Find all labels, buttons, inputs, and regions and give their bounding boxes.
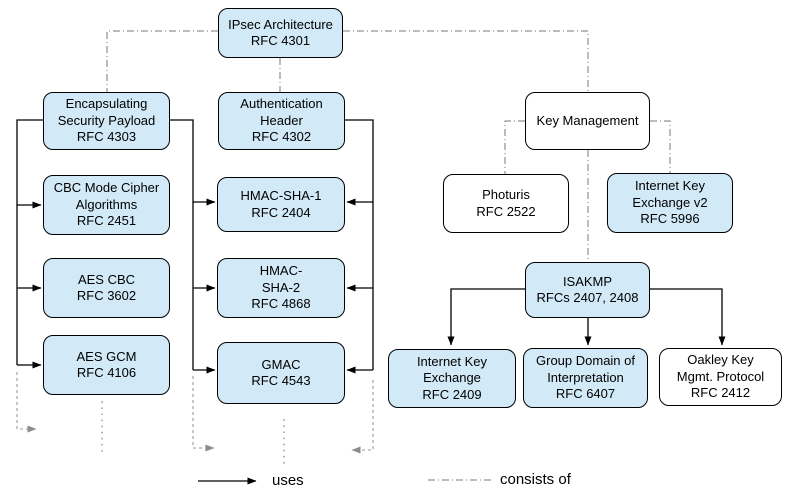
node-gdoi: Group Domain of Interpretation RFC 6407 <box>523 348 648 408</box>
node-esp: Encapsulating Security Payload RFC 4303 <box>43 92 170 150</box>
node-cbc-mode-cipher: CBC Mode Cipher Algorithms RFC 2451 <box>43 175 170 235</box>
node-oakley: Oakley Key Mgmt. Protocol RFC 2412 <box>659 348 782 406</box>
node-aes-gcm: AES GCM RFC 4106 <box>43 335 170 395</box>
node-internet-key-exchange: Internet Key Exchange RFC 2409 <box>388 349 516 408</box>
node-aes-cbc: AES CBC RFC 3602 <box>43 258 170 318</box>
node-isakmp: ISAKMP RFCs 2407, 2408 <box>525 262 650 318</box>
node-photuris: Photuris RFC 2522 <box>443 174 569 233</box>
legend-consists-of-label: consists of <box>500 471 571 488</box>
continuation-arrow-middle <box>192 376 215 452</box>
node-key-management: Key Management <box>525 92 650 150</box>
connector-keymgmt-photuris-consists <box>504 120 525 174</box>
trunk-esp-left <box>16 119 43 365</box>
connector-ipsec-esp-consists <box>106 30 218 92</box>
node-ikev2: Internet Key Exchange v2 RFC 5996 <box>607 173 733 233</box>
node-hmac-sha1: HMAC-SHA-1 RFC 2404 <box>217 177 345 232</box>
continuation-arrow-right <box>351 380 374 454</box>
legend-uses-label: uses <box>272 472 304 489</box>
connector-ipsec-keymgmt-consists <box>343 30 589 92</box>
node-hmac-sha2: HMAC- SHA-2 RFC 4868 <box>217 258 345 318</box>
trunk-esp-right <box>170 119 194 370</box>
node-ipsec-architecture: IPsec Architecture RFC 4301 <box>218 8 343 58</box>
continuation-arrow-left <box>16 372 37 433</box>
arrow-isakmp-ike <box>447 288 525 346</box>
node-gmac: GMAC RFC 4543 <box>217 342 345 404</box>
arrow-isakmp-oakley <box>650 288 726 346</box>
trunk-ah-right <box>345 119 374 370</box>
connector-keymgmt-ikev2-consists <box>650 120 671 173</box>
node-authentication-header: Authentication Header RFC 4302 <box>218 92 345 150</box>
